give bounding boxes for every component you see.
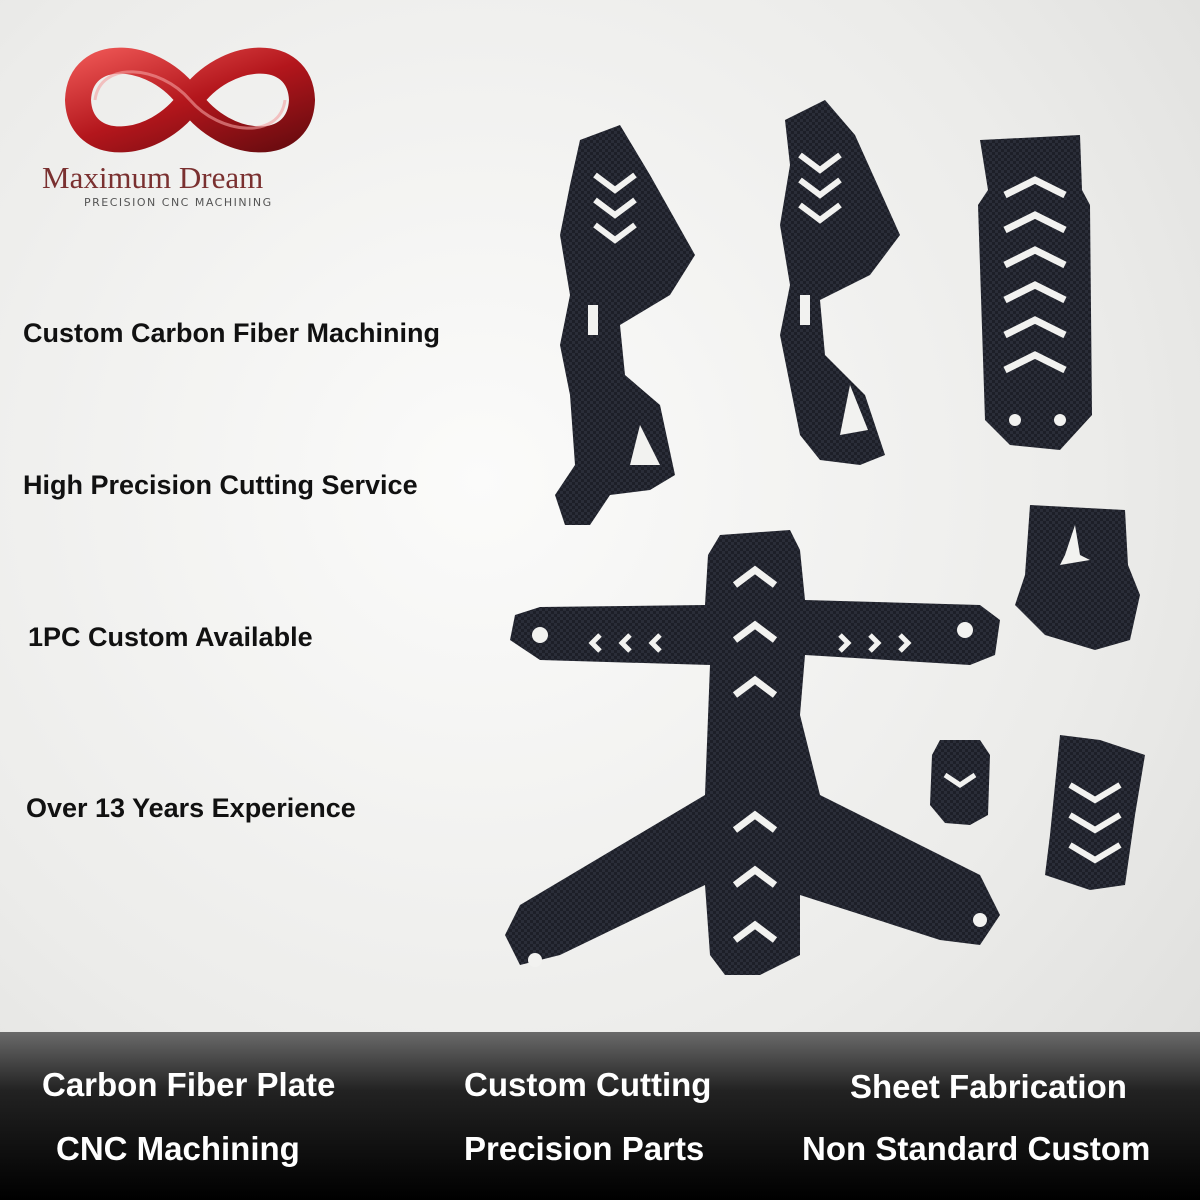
battery-plate — [1045, 735, 1145, 890]
tag-carbon-fiber-plate: Carbon Fiber Plate — [42, 1066, 336, 1103]
side-plate-middle — [780, 100, 900, 465]
small-bracket — [930, 740, 990, 825]
long-top-plate — [978, 135, 1092, 450]
feature-line-4: Over 13 Years Experience — [26, 793, 356, 823]
tag-precision-parts: Precision Parts — [464, 1130, 705, 1167]
tag-sheet-fabrication: Sheet Fabrication — [850, 1068, 1127, 1105]
infinity-logo-icon — [65, 47, 315, 153]
tags-band — [0, 1032, 1200, 1200]
feature-line-1: Custom Carbon Fiber Machining — [23, 318, 441, 348]
brand-name: Maximum Dream — [42, 160, 264, 195]
carbon-fiber-parts-image — [505, 100, 1145, 975]
tag-custom-cutting: Custom Cutting — [464, 1066, 712, 1103]
main-quad-frame — [505, 530, 1000, 975]
camera-mount-plate — [1015, 505, 1140, 650]
tag-non-standard-custom: Non Standard Custom — [802, 1130, 1151, 1167]
feature-line-2: High Precision Cutting Service — [23, 470, 418, 500]
brand-tagline: PRECISION CNC MACHINING — [84, 196, 273, 209]
tag-cnc-machining: CNC Machining — [56, 1130, 300, 1167]
feature-line-3: 1PC Custom Available — [28, 622, 313, 652]
side-plate-left — [555, 125, 695, 525]
